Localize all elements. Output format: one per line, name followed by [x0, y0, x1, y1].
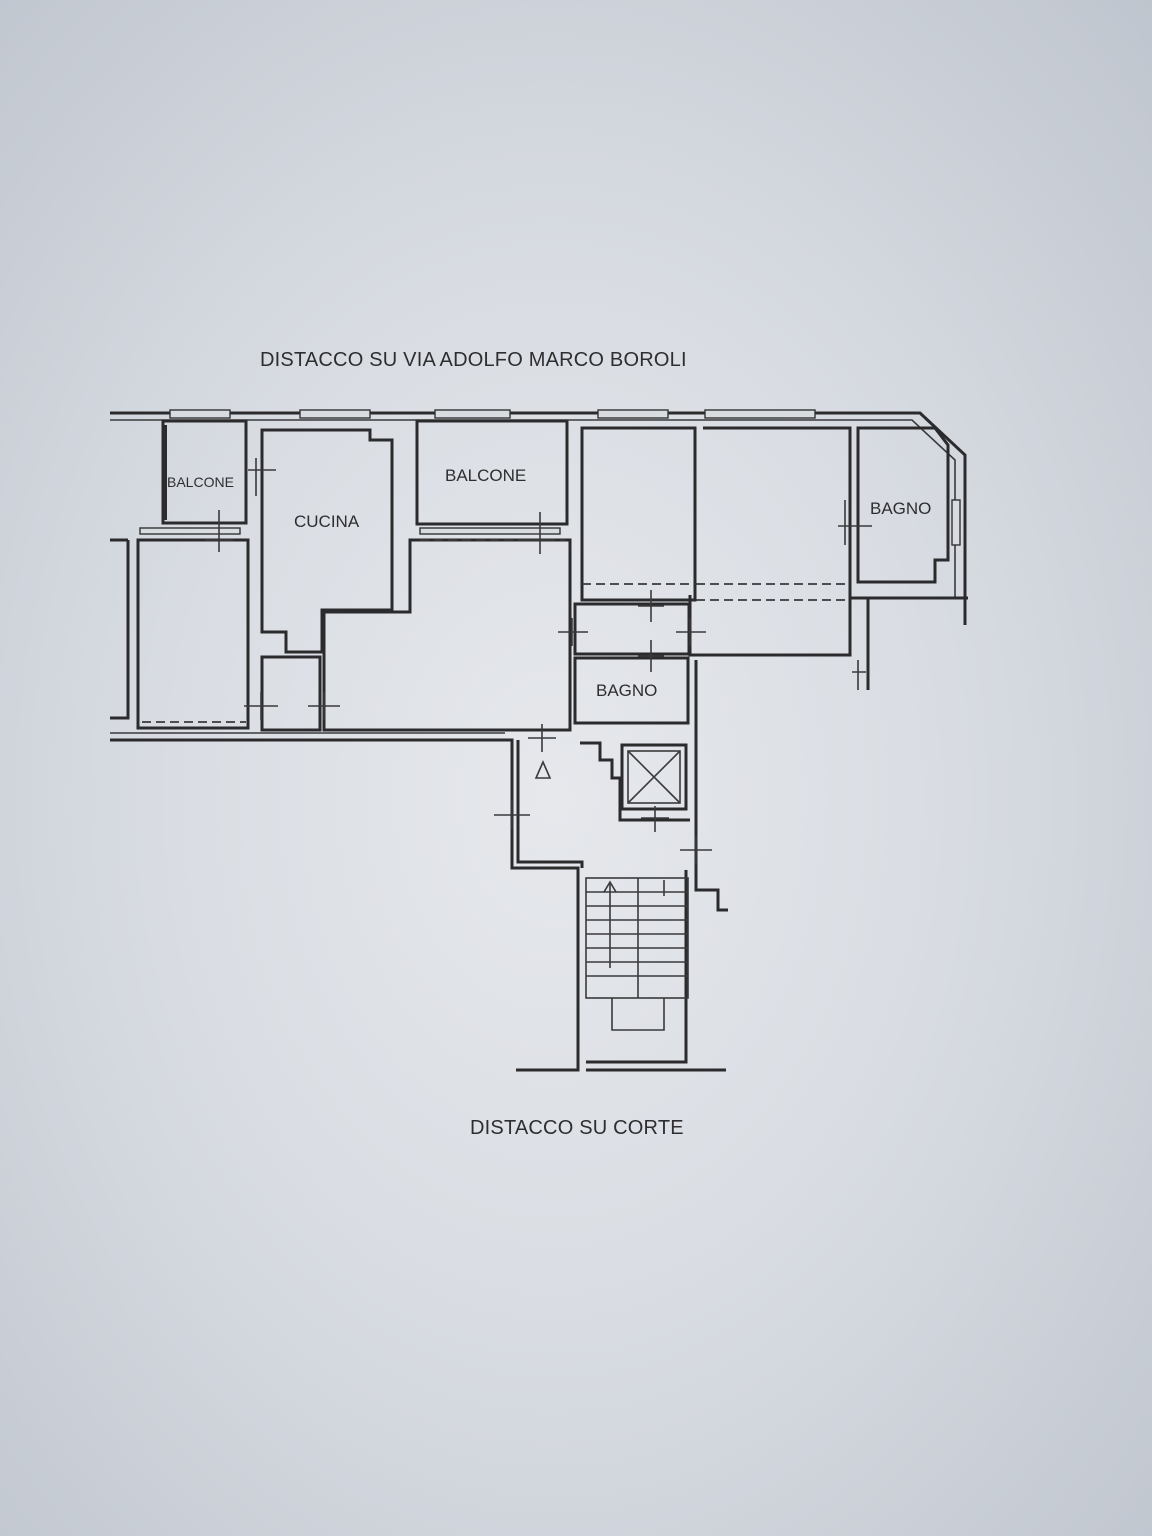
balcone-left-outline [161, 419, 248, 525]
room-label-balcone-center: BALCONE [445, 466, 526, 485]
staircase [585, 877, 689, 1031]
door-markers [205, 458, 872, 864]
outer-walls [110, 411, 968, 1072]
bottom-heading: DISTACCO SU CORTE [470, 1117, 684, 1139]
elevator-box [620, 743, 688, 811]
room-label-bagno-center: BAGNO [596, 681, 657, 700]
room-label-cucina: CUCINA [294, 512, 360, 531]
room-label-bagno-right: BAGNO [870, 499, 931, 518]
facade-windows [139, 409, 961, 546]
room-label-balcone-left: BALCONE [167, 474, 234, 490]
interior-walls [136, 419, 950, 868]
top-heading: DISTACCO SU VIA ADOLFO MARCO BOROLI [260, 349, 687, 371]
